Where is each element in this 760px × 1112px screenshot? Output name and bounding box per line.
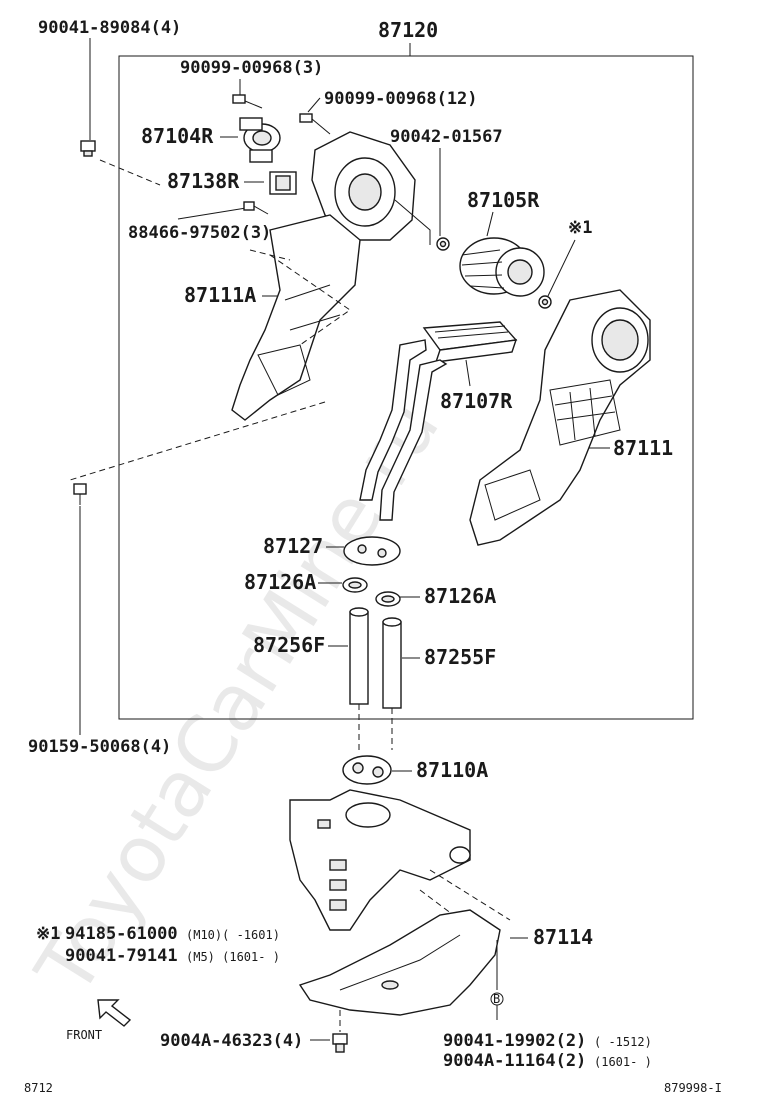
label-87111[interactable]: 87111	[613, 436, 673, 460]
nut-90042	[436, 237, 450, 251]
label-87105R[interactable]: 87105R	[467, 188, 540, 212]
duct-87111	[469, 289, 651, 546]
label-87104R[interactable]: 87104R	[141, 124, 214, 148]
note-4-part[interactable]: 9004A-11164(2)	[443, 1051, 586, 1071]
label-90099-00968-3[interactable]: 90099-00968(3)	[180, 58, 323, 78]
label-87107R[interactable]: 87107R	[440, 389, 513, 413]
label-90042-01567[interactable]: 90042-01567	[390, 127, 503, 147]
label-87126A-right[interactable]: 87126A	[424, 584, 496, 608]
note-4-spec: (1601- )	[594, 1055, 652, 1069]
label-9004A-46323[interactable]: 9004A-46323(4)	[160, 1031, 303, 1051]
label-87127[interactable]: 87127	[263, 534, 323, 558]
blower-fan-87105R	[459, 237, 545, 297]
bolt-90041-89084	[80, 140, 96, 157]
clamp-87126A-right	[375, 591, 401, 607]
hose-87256F	[349, 607, 369, 705]
front-arrow-icon	[97, 999, 132, 1027]
blower-motor-87104R	[239, 117, 281, 163]
clamp-87126A-left	[342, 577, 368, 593]
note-1-mark: ※1	[36, 924, 60, 944]
label-87120[interactable]: 87120	[378, 18, 438, 42]
label-90041-89084[interactable]: 90041-89084(4)	[38, 18, 181, 38]
floor-panel	[289, 789, 471, 931]
screw-90099-3	[232, 94, 263, 109]
circle-b-text: B	[493, 992, 500, 1006]
note-1-part[interactable]: 94185-61000	[65, 924, 178, 944]
front-label: FRONT	[66, 1028, 102, 1042]
label-88466-97502[interactable]: 88466-97502(3)	[128, 223, 271, 243]
label-87114[interactable]: 87114	[533, 925, 593, 949]
label-87255F[interactable]: 87255F	[424, 645, 496, 669]
bolt-9004A-46323	[332, 1033, 348, 1053]
label-87111A[interactable]: 87111A	[184, 283, 256, 307]
label-90159-50068[interactable]: 90159-50068(4)	[28, 737, 171, 757]
label-note1-mark[interactable]: ※1	[568, 218, 592, 238]
screw-88466	[243, 201, 269, 215]
screw-90099-12	[299, 113, 331, 135]
diagram-code: 879998-I	[664, 1081, 722, 1095]
label-90099-00968-12[interactable]: 90099-00968(12)	[324, 89, 478, 109]
note-2-spec: (M5) (1601- )	[186, 950, 280, 964]
label-87110A[interactable]: 87110A	[416, 758, 488, 782]
note-2-part[interactable]: 90041-79141	[65, 946, 178, 966]
scroll-housing-upper	[311, 131, 431, 245]
assembly-frame	[118, 55, 694, 720]
grommet-87127	[343, 536, 401, 566]
label-87138R[interactable]: 87138R	[167, 169, 240, 193]
bolt-90159-50068	[73, 483, 87, 505]
note-3-part[interactable]: 90041-19902(2)	[443, 1031, 586, 1051]
note-1-spec: (M10)( -1601)	[186, 928, 280, 942]
bracket-87138R	[269, 171, 297, 195]
page-code: 8712	[24, 1081, 53, 1095]
label-87126A-left[interactable]: 87126A	[244, 570, 316, 594]
label-87256F[interactable]: 87256F	[253, 633, 325, 657]
note-3-spec: ( -1512)	[594, 1035, 652, 1049]
duct-87111A	[231, 214, 361, 421]
cover-87114	[298, 909, 501, 1016]
screw-note1	[538, 295, 552, 309]
grommet-87110A	[342, 755, 392, 785]
hose-87255F	[382, 617, 402, 709]
heater-core-87107R	[359, 321, 518, 521]
